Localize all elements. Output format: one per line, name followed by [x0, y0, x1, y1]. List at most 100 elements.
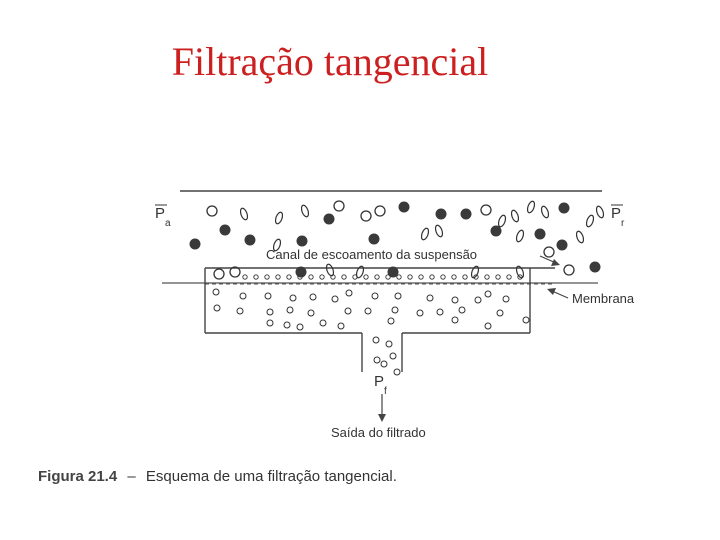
- open-particle: [206, 205, 218, 217]
- filtrate-pressure-label: P: [374, 373, 384, 390]
- caption-dash: –: [127, 468, 136, 485]
- membrane-particle: [506, 274, 512, 280]
- solid-particle: [189, 238, 201, 250]
- elongated-particle: [272, 238, 282, 252]
- open-particle: [563, 264, 575, 276]
- open-particle: [480, 204, 492, 216]
- membrane-particle: [396, 274, 402, 280]
- small-particle: [373, 356, 381, 364]
- small-particle: [309, 293, 317, 301]
- small-particle: [264, 292, 272, 300]
- outlet-pressure-label: P: [611, 205, 621, 222]
- elongated-particle: [540, 205, 550, 219]
- filtrate-pressure-subscript: f: [384, 386, 387, 397]
- small-particle: [364, 307, 372, 315]
- solid-particle: [490, 225, 502, 237]
- elongated-particle: [470, 265, 480, 279]
- membrane-particle: [341, 274, 347, 280]
- small-particle: [474, 296, 482, 304]
- membrane-particle: [517, 274, 523, 280]
- elongated-particle: [434, 224, 444, 238]
- membrane-particle: [495, 274, 501, 280]
- elongated-particle: [526, 200, 536, 214]
- small-particle: [451, 296, 459, 304]
- small-particle: [436, 308, 444, 316]
- membrane-particle: [297, 274, 303, 280]
- solid-particle: [589, 261, 601, 273]
- open-particle: [543, 246, 555, 258]
- small-particle: [389, 352, 397, 360]
- small-particle: [236, 307, 244, 315]
- membrane-particle: [374, 274, 380, 280]
- open-particle: [213, 268, 225, 280]
- solid-particle: [244, 234, 256, 246]
- particles-group: [189, 200, 605, 376]
- small-particle: [426, 294, 434, 302]
- membrane-particle: [330, 274, 336, 280]
- small-particle: [387, 317, 395, 325]
- open-particle: [229, 266, 241, 278]
- small-particle: [212, 288, 220, 296]
- figure-number: Figura 21.4: [38, 468, 118, 485]
- elongated-particle: [420, 227, 430, 241]
- membrane-particle: [352, 274, 358, 280]
- small-particle: [393, 368, 401, 376]
- small-particle: [502, 295, 510, 303]
- outlet-pressure-subscript: r: [621, 218, 625, 229]
- membrane-particle: [275, 274, 281, 280]
- membrane-particle: [242, 274, 248, 280]
- membrane-particle: [264, 274, 270, 280]
- small-particle: [344, 307, 352, 315]
- small-particle: [371, 292, 379, 300]
- inlet-pressure-subscript: a: [165, 218, 171, 229]
- open-particle: [333, 200, 345, 212]
- small-particle: [319, 319, 327, 327]
- channel-label: Canal de escoamento da suspensão: [266, 247, 477, 262]
- solid-particle: [558, 202, 570, 214]
- small-particle: [331, 295, 339, 303]
- solid-particle: [435, 208, 447, 220]
- figure-caption: Figura 21.4 – Esquema de uma filtração t…: [38, 468, 397, 485]
- solid-particle: [323, 213, 335, 225]
- small-particle: [385, 340, 393, 348]
- membrane-particle: [253, 274, 259, 280]
- elongated-particle: [515, 229, 525, 243]
- membrane-particle: [484, 274, 490, 280]
- small-particle: [394, 292, 402, 300]
- solid-particle: [219, 224, 231, 236]
- membrane-particle: [429, 274, 435, 280]
- membrane-particle: [319, 274, 325, 280]
- small-particle: [283, 321, 291, 329]
- elongated-particle: [274, 211, 284, 225]
- elongated-particle: [300, 204, 310, 218]
- small-particle: [337, 322, 345, 330]
- small-particle: [458, 306, 466, 314]
- membrane-particle: [418, 274, 424, 280]
- small-particle: [522, 316, 530, 324]
- solid-particle: [534, 228, 546, 240]
- elongated-particle: [510, 209, 520, 223]
- small-particle: [372, 336, 380, 344]
- membrane-particle: [440, 274, 446, 280]
- filtrate-arrow-head: [378, 414, 386, 422]
- small-particle: [296, 323, 304, 331]
- membrane-arrow-head: [547, 288, 556, 295]
- membrane-particle: [451, 274, 457, 280]
- solid-particle: [368, 233, 380, 245]
- small-particle: [289, 294, 297, 302]
- membrane-particle: [473, 274, 479, 280]
- filtrate-outlet-label: Saída do filtrado: [331, 425, 426, 440]
- membrane-arrow-line: [551, 290, 569, 299]
- membrane-particle: [308, 274, 314, 280]
- elongated-particle: [595, 205, 605, 219]
- membrane-particle: [286, 274, 292, 280]
- slide-title: Filtração tangencial: [171, 39, 489, 84]
- small-particle: [484, 290, 492, 298]
- small-particle: [213, 304, 221, 312]
- small-particle: [496, 309, 504, 317]
- elongated-particle: [575, 230, 585, 244]
- membrane-particle: [462, 274, 468, 280]
- membrane-particle: [385, 274, 391, 280]
- inlet-pressure-label: P: [155, 205, 165, 222]
